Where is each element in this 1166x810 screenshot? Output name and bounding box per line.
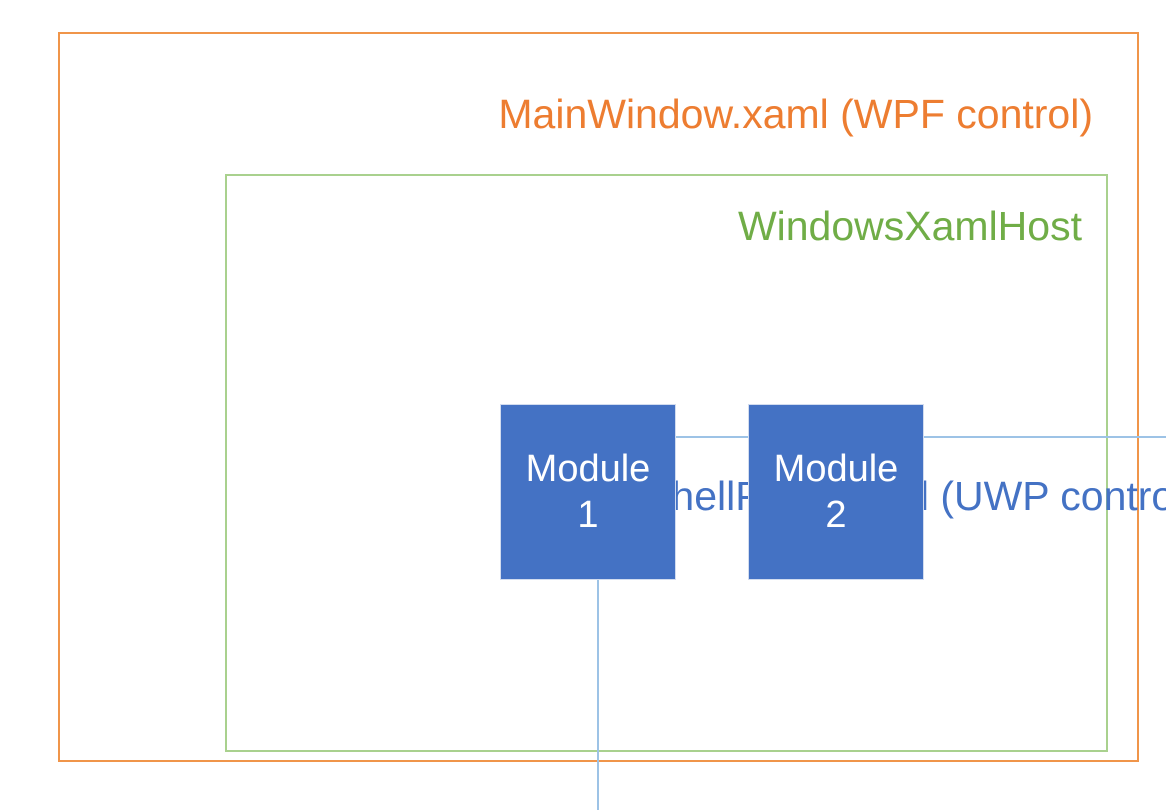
mainwindow-wpf-label: MainWindow.xaml (WPF control): [498, 91, 1093, 137]
module-1-box: Module 1: [500, 404, 676, 580]
module-2-box: Module 2: [748, 404, 924, 580]
windowsxamlhost-label: WindowsXamlHost: [737, 203, 1082, 249]
module-1-label: Module 1: [525, 447, 651, 536]
module-2-label: Module 2: [773, 447, 899, 536]
mainwindow-wpf-container: MainWindow.xaml (WPF control) WindowsXam…: [58, 32, 1166, 810]
